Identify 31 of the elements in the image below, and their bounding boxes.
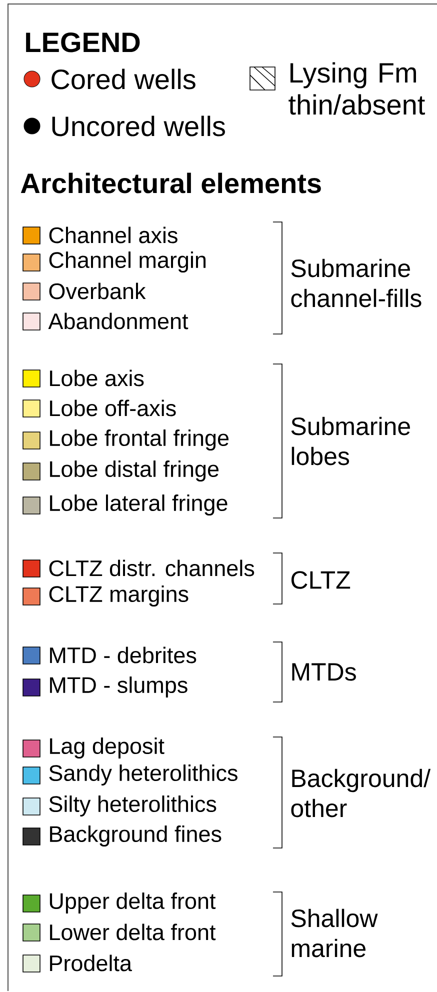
legend-label: CLTZ margins <box>49 586 188 606</box>
legend-label: Lobe distal fringe <box>50 460 219 482</box>
legend-label: Channel margin <box>49 252 206 272</box>
legend-label: Lobe lateral fringe <box>50 494 228 516</box>
legend-label: CLTZ distr. channels <box>49 560 254 576</box>
legend-label: Lysing Fm thin/absent <box>288 62 425 115</box>
group-label: MTDs <box>292 663 356 681</box>
group-label: CLTZ <box>291 571 350 589</box>
group-label: Shallow marine <box>291 908 378 958</box>
legend-label: Prodelta <box>50 954 132 972</box>
legend-title: LEGEND <box>26 32 140 52</box>
legend-label: Lobe axis <box>50 370 144 386</box>
section-heading: Architectural elements <box>20 172 321 194</box>
legend-label: Lag deposit <box>50 738 164 758</box>
legend-label: Abandonment <box>48 312 188 330</box>
legend-label: Lobe frontal fringe <box>50 430 229 450</box>
legend-label: MTD - slumps <box>50 676 188 698</box>
legend-label: Uncored wells <box>52 116 225 136</box>
legend-label: Lobe off-axis <box>50 400 176 416</box>
legend-label: Overbank <box>49 282 146 300</box>
legend-label: Sandy heterolithics <box>49 764 238 786</box>
legend-label: Lower delta front <box>50 924 216 940</box>
group-label: Background/ other <box>291 768 431 818</box>
legend-label: Upper delta front <box>50 892 216 914</box>
group-label: Submarine lobes <box>291 416 410 466</box>
legend-label: Channel axis <box>49 226 178 244</box>
group-label: Submarine channel-fills <box>291 258 422 308</box>
legend-label: Background fines <box>50 826 222 846</box>
legend-label: Cored wells <box>52 68 196 90</box>
legend-label: Silty heterolithics <box>49 796 216 816</box>
legend-label: MTD - debrites <box>50 646 196 664</box>
